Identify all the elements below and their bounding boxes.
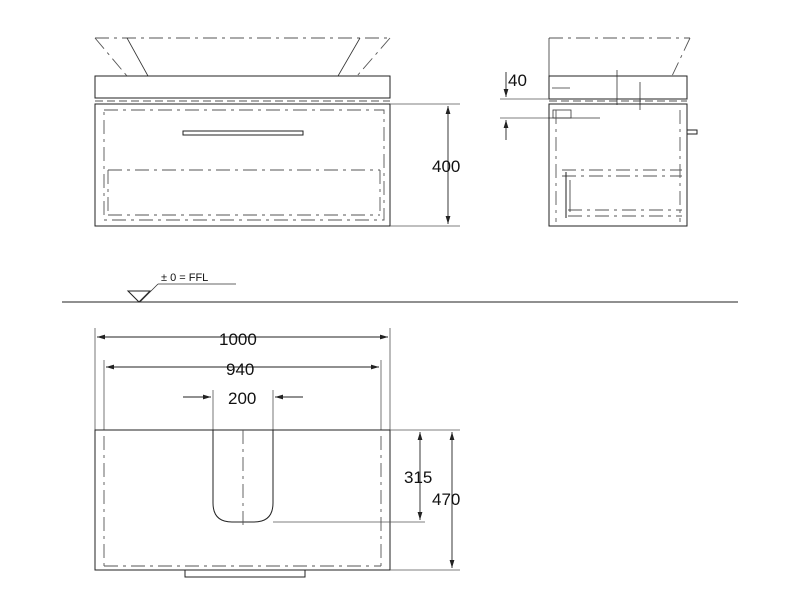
- floor-level: ± 0 = FFL: [62, 272, 738, 303]
- plan-view: 1000 940 200 315: [94, 328, 460, 578]
- dim-side-top: 40: [500, 71, 549, 140]
- dim-width-overall: 1000: [94, 328, 391, 430]
- plan-cabinet: [94, 429, 391, 571]
- dim-40-label: 40: [508, 71, 527, 90]
- dim-depth-overall: 470: [390, 432, 460, 571]
- dim-cutout-depth: 315: [273, 429, 460, 523]
- level-marker-icon: [126, 290, 152, 303]
- front-countertop: [94, 75, 391, 99]
- front-basin: [94, 37, 391, 77]
- dim-cutout-width: 200: [183, 389, 303, 430]
- dim-width-inner: 940: [103, 360, 382, 430]
- drawer-handle: [182, 130, 304, 136]
- dim-315-label: 315: [404, 468, 432, 487]
- dim-940-label: 940: [226, 360, 254, 379]
- side-countertop: [548, 75, 688, 100]
- side-cabinet: [548, 103, 688, 227]
- side-view: 40: [500, 37, 698, 227]
- dim-1000-label: 1000: [219, 330, 257, 349]
- dim-400-label: 400: [432, 157, 460, 176]
- plan-handle: [184, 569, 306, 578]
- front-view: 400: [94, 37, 460, 227]
- level-label: ± 0 = FFL: [161, 272, 208, 284]
- front-cabinet: [94, 103, 391, 227]
- dim-470-label: 470: [432, 490, 460, 509]
- dim-200-label: 200: [228, 389, 256, 408]
- dim-height-front: 400: [390, 103, 460, 227]
